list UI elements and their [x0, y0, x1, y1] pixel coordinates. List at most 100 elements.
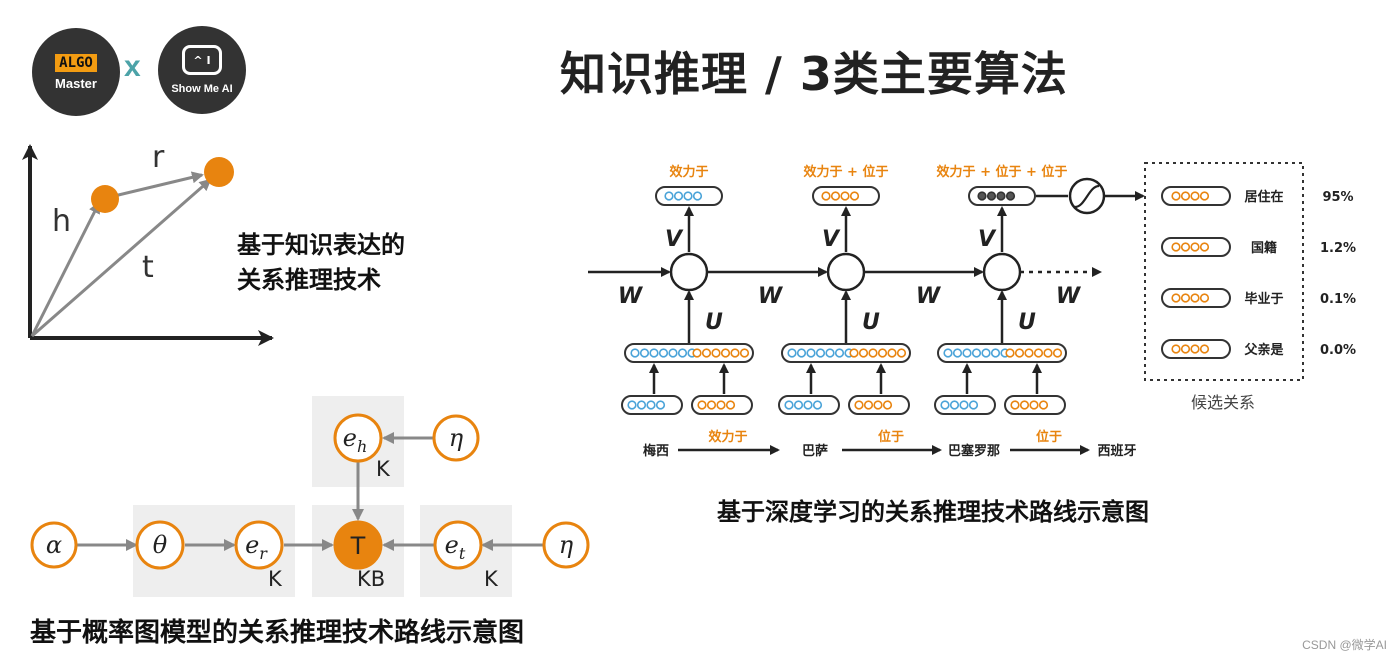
label-e-r-main: e [245, 531, 259, 559]
entity-input-unit [636, 400, 647, 410]
entity-input-unit [803, 400, 813, 410]
combined-unit-orange [858, 348, 869, 358]
node-e-r [234, 520, 284, 570]
t-label: t [142, 250, 154, 285]
watermark: CSDN @微学AI [1302, 638, 1387, 652]
label-e-h-sub: h [357, 437, 367, 456]
plate-label-eh: K [376, 457, 391, 481]
output-unit [996, 191, 1006, 201]
candidate-unit [1180, 344, 1191, 354]
relation-input-unit [1038, 400, 1049, 410]
master-logo-label: Master [55, 75, 97, 91]
relation-input-unit [716, 400, 726, 410]
output-unit [692, 191, 703, 201]
output-unit [986, 191, 997, 201]
plate-label-kb: KB [357, 567, 385, 591]
combined-unit-blue [971, 348, 982, 358]
output-unit [840, 191, 850, 201]
output-unit [821, 191, 831, 201]
combined-unit-orange [1005, 348, 1015, 358]
node-e-t [433, 520, 483, 570]
path-relation-label: 位于 [1036, 429, 1062, 445]
label-e-r-sub: r [259, 544, 268, 563]
label-e-h-main: e [343, 424, 357, 452]
v-label: V [978, 227, 997, 252]
output-unit [849, 191, 860, 201]
label-e-t-sub: t [459, 544, 466, 563]
path-entity: 巴萨 [802, 443, 828, 459]
entity-input-unit [655, 400, 666, 410]
plate-label-theta-er: K [268, 567, 283, 591]
candidate-unit [1190, 242, 1200, 252]
combined-unit-blue [630, 348, 640, 358]
show-me-ai-logo: ^ I Show Me AI [158, 26, 246, 114]
showme-logo-label: Show Me AI [171, 83, 233, 95]
candidate-relation: 居住在 [1244, 189, 1283, 205]
r-label: r [152, 140, 165, 175]
r-vector [105, 171, 204, 200]
pgm-caption: 基于概率图模型的关系推理技术路线示意图 [30, 618, 525, 648]
label-alpha: α [46, 531, 62, 559]
w-label: W [1056, 284, 1082, 309]
label-e-t-main: e [445, 531, 459, 559]
path-entity: 西班牙 [1097, 443, 1136, 459]
algo-logo-label: ALGO [55, 53, 97, 72]
combined-unit-blue [962, 348, 972, 358]
candidate-unit [1190, 191, 1200, 201]
candidate-unit [1180, 242, 1191, 252]
label-theta: θ [153, 531, 168, 559]
relation-input-unit [1019, 400, 1030, 410]
hidden-node [982, 252, 1022, 292]
output-label: 效力于 + 位于 [804, 164, 889, 180]
candidate-unit [1171, 344, 1181, 354]
candidate-box [1144, 162, 1304, 381]
embedding-panel: h r t [22, 140, 274, 346]
candidate-relation: 毕业于 [1244, 291, 1283, 307]
h-point [91, 185, 119, 213]
showme-screen-icon: ^ I [182, 45, 222, 75]
label-eta-top: η [449, 424, 464, 452]
candidate-box-label: 候选关系 [1191, 393, 1255, 412]
combined-unit-orange [1033, 348, 1044, 358]
candidate-unit [1199, 242, 1210, 252]
w-label: W [916, 284, 942, 309]
candidate-prob: 95% [1322, 190, 1353, 205]
combined-unit-blue [825, 348, 835, 358]
w-label: W [618, 284, 644, 309]
combined-unit-orange [877, 348, 888, 358]
pgm-panel: α θ er T et η eh η K KB K K [30, 396, 590, 597]
algo-master-logo: ALGO Master [32, 28, 120, 116]
hidden-node [669, 252, 709, 292]
entity-input-unit [940, 400, 950, 410]
candidate-unit [1171, 293, 1181, 303]
combined-unit-orange [896, 348, 907, 358]
output-unit [1005, 191, 1016, 201]
t-vector [31, 178, 212, 338]
entity-input-unit [784, 400, 794, 410]
candidate-unit [1199, 344, 1210, 354]
candidate-prob: 0.1% [1320, 292, 1356, 307]
label-e-t: et [445, 531, 466, 563]
combined-unit-orange [730, 348, 740, 358]
combined-unit-orange [1052, 348, 1063, 358]
candidate-prob: 1.2% [1320, 241, 1356, 256]
relation-input-unit [854, 400, 864, 410]
combined-unit-blue [806, 348, 816, 358]
u-label: U [1018, 310, 1036, 335]
rnn-caption: 基于深度学习的关系推理技术路线示意图 [717, 498, 1149, 526]
entity-input-unit [968, 400, 979, 410]
combined-unit-blue [943, 348, 953, 358]
path-relation-label: 效力于 [708, 429, 747, 445]
output-label: 效力于 [669, 164, 708, 180]
u-label: U [862, 310, 880, 335]
label-T: T [350, 532, 366, 560]
u-label: U [705, 310, 723, 335]
relation-input-unit [1029, 400, 1039, 410]
combined-unit-orange [1024, 348, 1034, 358]
embedding-caption-line1: 基于知识表达的 [237, 231, 405, 259]
node-eta-top [432, 414, 480, 462]
label-e-r: er [245, 531, 268, 563]
output-unit [977, 191, 987, 201]
node-theta [135, 520, 185, 570]
